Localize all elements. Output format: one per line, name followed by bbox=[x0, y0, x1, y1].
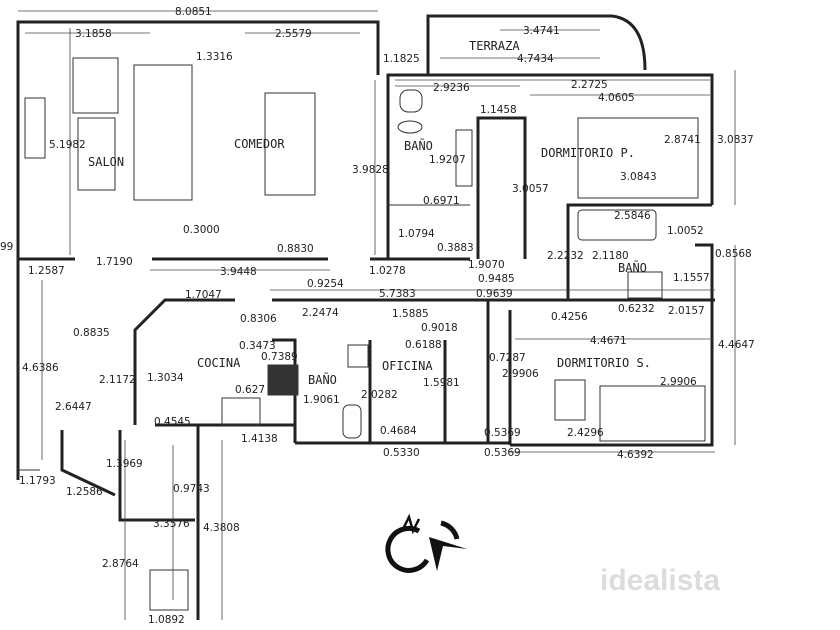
dim-label: 0.8568 bbox=[715, 248, 752, 260]
room-cocina: COCINA bbox=[197, 356, 241, 370]
dim-label: 0.9018 bbox=[421, 322, 458, 334]
dim-label: 0.7389 bbox=[261, 351, 298, 363]
dim-label: 2.5846 bbox=[614, 210, 651, 222]
dim-label: 1.1458 bbox=[480, 104, 517, 116]
room-labels: SALON COMEDOR BAÑO TERRAZA DORMITORIO P.… bbox=[88, 39, 651, 387]
dim-label: 3.0057 bbox=[512, 183, 549, 195]
dim-label: 0.6971 bbox=[423, 195, 460, 207]
furniture bbox=[24, 57, 706, 611]
watermark: idealista bbox=[600, 564, 720, 597]
dim-label: 0.9254 bbox=[307, 278, 344, 290]
dim-label: 3.1858 bbox=[75, 28, 112, 40]
dim-label: 1.2586 bbox=[66, 486, 103, 498]
compass-icon bbox=[385, 513, 467, 573]
dim-label: 4.4671 bbox=[590, 335, 627, 347]
dim-label: 1.0278 bbox=[369, 265, 406, 277]
dim-label: 2.0157 bbox=[668, 305, 705, 317]
dim-label: 2.1172 bbox=[99, 374, 136, 386]
room-dormitorio-s: DORMITORIO S. bbox=[557, 356, 651, 370]
dim-label: 4.7434 bbox=[517, 53, 554, 65]
dimension-lines bbox=[18, 10, 736, 620]
dim-label: 8.0851 bbox=[175, 6, 212, 18]
dim-label: 1.3316 bbox=[196, 51, 233, 63]
dim-label: 0.8306 bbox=[240, 313, 277, 325]
dim-label: 1.0892 bbox=[148, 614, 185, 626]
dim-label: 1.9070 bbox=[468, 259, 505, 271]
dim-label: 0.9639 bbox=[476, 288, 513, 300]
room-salon: SALON bbox=[88, 155, 124, 169]
dim-label: 1.1825 bbox=[383, 53, 420, 65]
dim-label: 1.4138 bbox=[241, 433, 278, 445]
dim-label: 0.8830 bbox=[277, 243, 314, 255]
room-bano-1: BAÑO bbox=[404, 138, 433, 153]
dim-label: 4.6386 bbox=[22, 362, 59, 374]
dim-label: 2.2474 bbox=[302, 307, 339, 319]
dim-label: 2.5579 bbox=[275, 28, 312, 40]
dim-label: 0.5369 bbox=[484, 447, 521, 459]
dim-label: 2.2725 bbox=[571, 79, 608, 91]
dim-label: 2.4296 bbox=[567, 427, 604, 439]
dim-label: 1.1793 bbox=[19, 475, 56, 487]
dim-label: 0.4684 bbox=[380, 425, 417, 437]
dim-label: 3.9448 bbox=[220, 266, 257, 278]
dim-label: 1.2587 bbox=[28, 265, 65, 277]
dim-label: 3.4741 bbox=[523, 25, 560, 37]
room-dormitorio-p: DORMITORIO P. bbox=[541, 146, 635, 160]
dim-label: 1.9061 bbox=[303, 394, 340, 406]
dim-label: 0.4545 bbox=[154, 416, 191, 428]
dimension-labels: 8.0851 3.1858 2.5579 1.3316 1.1825 3.474… bbox=[0, 6, 755, 626]
dim-label: 2.8741 bbox=[664, 134, 701, 146]
room-bano-2: BAÑO bbox=[618, 260, 647, 275]
dim-label: 0.7287 bbox=[489, 352, 526, 364]
dim-label: 4.4647 bbox=[718, 339, 755, 351]
dim-label: 0.4256 bbox=[551, 311, 588, 323]
dim-label: 3.3576 bbox=[153, 518, 190, 530]
dim-label: 0.5369 bbox=[484, 427, 521, 439]
dim-label: 2.6447 bbox=[55, 401, 92, 413]
dim-label: 0.8835 bbox=[73, 327, 110, 339]
dim-label: 0.627 bbox=[235, 384, 265, 396]
dim-label: 0.3473 bbox=[239, 340, 276, 352]
dim-label: 2.9906 bbox=[660, 376, 697, 388]
watermark-text: idealista bbox=[600, 564, 720, 597]
dim-label: 1.9207 bbox=[429, 154, 466, 166]
dim-label: 0.9485 bbox=[478, 273, 515, 285]
dim-label: 1.0794 bbox=[398, 228, 435, 240]
dim-label: 1.7047 bbox=[185, 289, 222, 301]
dim-label: 99 bbox=[0, 241, 13, 253]
dim-label: 3.0843 bbox=[620, 171, 657, 183]
dim-label: 2.8764 bbox=[102, 558, 139, 570]
dim-label: 3.0837 bbox=[717, 134, 754, 146]
dim-label: 2.2232 bbox=[547, 250, 584, 262]
room-terraza: TERRAZA bbox=[469, 39, 520, 53]
walls bbox=[16, 14, 715, 620]
dim-label: 4.0605 bbox=[598, 92, 635, 104]
dim-label: 1.0052 bbox=[667, 225, 704, 237]
dim-label: 1.1557 bbox=[673, 272, 710, 284]
dim-label: 2.9906 bbox=[502, 368, 539, 380]
dim-label: 0.6188 bbox=[405, 339, 442, 351]
dim-label: 1.5885 bbox=[392, 308, 429, 320]
dim-label: 1.7190 bbox=[96, 256, 133, 268]
dim-label: 0.9743 bbox=[173, 483, 210, 495]
dim-label: 0.6232 bbox=[618, 303, 655, 315]
room-bano-3: BAÑO bbox=[308, 372, 337, 387]
dim-label: 5.1982 bbox=[49, 139, 86, 151]
dim-label: 0.3000 bbox=[183, 224, 220, 236]
dim-label: 3.9828 bbox=[352, 164, 389, 176]
room-comedor: COMEDOR bbox=[234, 137, 285, 151]
dim-label: 1.3034 bbox=[147, 372, 184, 384]
dim-label: 4.3808 bbox=[203, 522, 240, 534]
room-oficina: OFICINA bbox=[382, 359, 433, 373]
dim-label: 2.9236 bbox=[433, 82, 470, 94]
dim-label: 2.1180 bbox=[592, 250, 629, 262]
dim-label: 0.3883 bbox=[437, 242, 474, 254]
dim-label: 5.7383 bbox=[379, 288, 416, 300]
dim-label: 4.6392 bbox=[617, 449, 654, 461]
dim-label: 1.3969 bbox=[106, 458, 143, 470]
dim-label: 1.5981 bbox=[423, 377, 460, 389]
dim-label: 2.0282 bbox=[361, 389, 398, 401]
dim-label: 0.5330 bbox=[383, 447, 420, 459]
